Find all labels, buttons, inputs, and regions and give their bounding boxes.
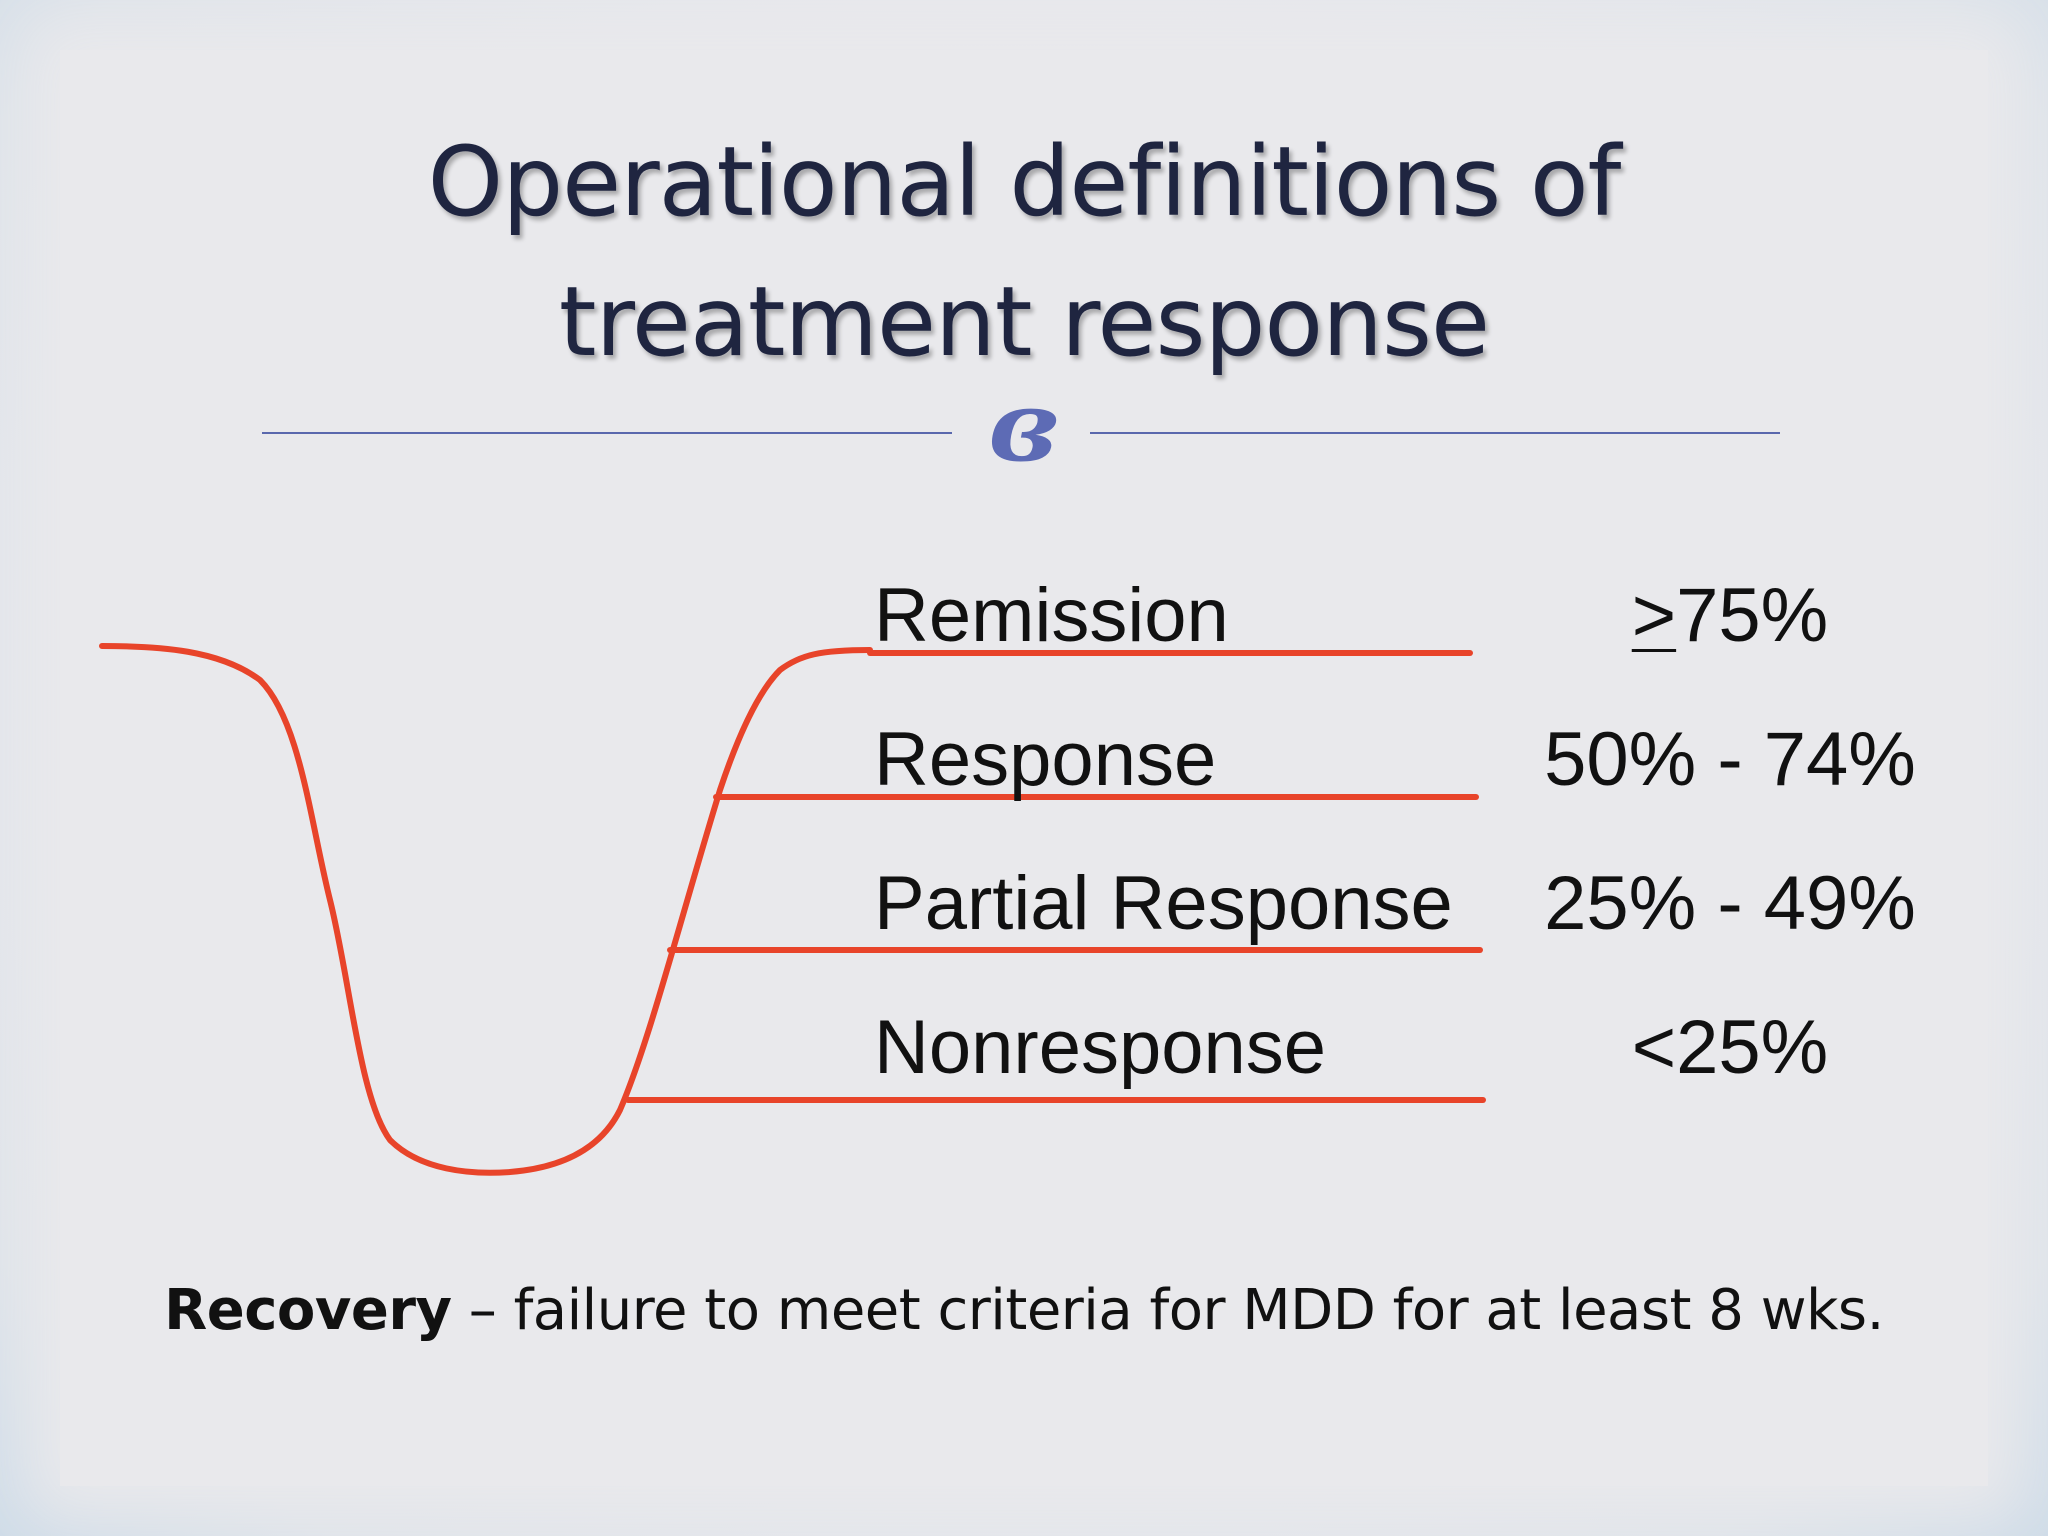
title-rule-right xyxy=(1090,432,1780,434)
level-label-nonresponse: Nonresponse xyxy=(874,1005,1327,1090)
title-line-1: Operational definitions of xyxy=(427,126,1622,238)
level-value-response: 50% - 74% xyxy=(1544,717,1916,802)
level-value-partial-response: 25% - 49% xyxy=(1544,861,1916,946)
recovery-definition: Recovery – failure to meet criteria for … xyxy=(0,1278,2048,1343)
ornament-swirl-icon: ɞ xyxy=(988,370,1058,483)
slide-title: Operational definitions of treatment res… xyxy=(0,112,2048,392)
symptom-curve xyxy=(99,643,873,1176)
level-value-remission: >75% xyxy=(1510,572,1950,659)
title-line-2: treatment response xyxy=(558,266,1490,378)
level-label-remission: Remission xyxy=(874,573,1229,658)
level-label-response: Response xyxy=(874,717,1217,802)
remission-percent: 75% xyxy=(1676,573,1829,658)
slide-panel xyxy=(60,50,1988,1486)
title-rule-left xyxy=(262,432,952,434)
level-label-partial-response: Partial Response xyxy=(874,861,1453,946)
recovery-term: Recovery xyxy=(164,1278,452,1343)
level-value-nonresponse: <25% xyxy=(1631,1005,1829,1090)
recovery-text: – failure to meet criteria for MDD for a… xyxy=(451,1278,1885,1343)
greater-equal-sign: > xyxy=(1631,573,1677,658)
